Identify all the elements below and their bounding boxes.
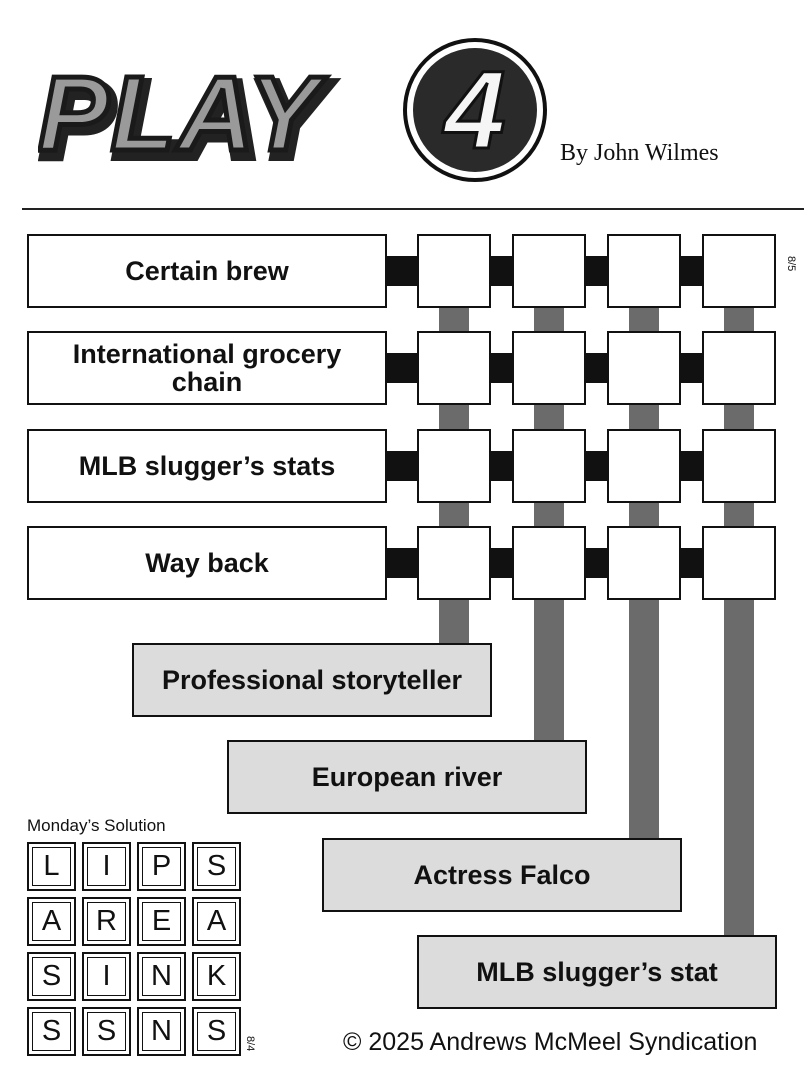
- grid-cell-r4c2[interactable]: [512, 526, 586, 600]
- row-connector: [385, 451, 419, 481]
- row-connector: [584, 451, 610, 481]
- solution-title: Monday’s Solution: [27, 816, 166, 835]
- copyright: © 2025 Andrews McMeel Syndication: [343, 1028, 758, 1056]
- grid-cell-r1c1[interactable]: [417, 234, 491, 308]
- row-connector: [489, 451, 515, 481]
- grid-cell-r2c4[interactable]: [702, 331, 776, 405]
- solution-cell: S: [27, 1007, 76, 1056]
- row-connector: [489, 353, 515, 383]
- solution-cell: I: [82, 952, 131, 1001]
- solution-cell: S: [192, 842, 241, 891]
- grid-cell-r1c3[interactable]: [607, 234, 681, 308]
- grid-cell-r3c1[interactable]: [417, 429, 491, 503]
- solution-cell: E: [137, 897, 186, 946]
- solution-cell: K: [192, 952, 241, 1001]
- grid-cell-r4c3[interactable]: [607, 526, 681, 600]
- solution-cell: S: [82, 1007, 131, 1056]
- row-connector: [584, 353, 610, 383]
- row-clue-2: International grocery chain: [27, 331, 387, 405]
- solution-cell: S: [192, 1007, 241, 1056]
- solution-cell: R: [82, 897, 131, 946]
- column-clue-1: Professional storyteller: [132, 643, 492, 717]
- grid-cell-r2c2[interactable]: [512, 331, 586, 405]
- solution-cell: A: [27, 897, 76, 946]
- row-connector: [385, 548, 419, 578]
- row-clue-1: Certain brew: [27, 234, 387, 308]
- row-connector: [679, 256, 705, 286]
- solution-cell: A: [192, 897, 241, 946]
- solution-cell: P: [137, 842, 186, 891]
- solution-cell: I: [82, 842, 131, 891]
- column-connector-4: [724, 300, 754, 937]
- puzzle-date: 8/5: [785, 256, 797, 272]
- row-connector: [584, 256, 610, 286]
- solution-cell: N: [137, 952, 186, 1001]
- grid-cell-r4c4[interactable]: [702, 526, 776, 600]
- grid-cell-r3c4[interactable]: [702, 429, 776, 503]
- solution-cell: N: [137, 1007, 186, 1056]
- solution-date: 8/4: [244, 1036, 256, 1052]
- grid-cell-r3c3[interactable]: [607, 429, 681, 503]
- row-connector: [385, 353, 419, 383]
- column-clue-2: European river: [227, 740, 587, 814]
- row-connector: [584, 548, 610, 578]
- row-connector: [489, 548, 515, 578]
- logo-number: 4: [442, 49, 505, 172]
- grid-cell-r1c4[interactable]: [702, 234, 776, 308]
- grid-cell-r3c2[interactable]: [512, 429, 586, 503]
- row-clue-4: Way back: [27, 526, 387, 600]
- grid-cell-r2c3[interactable]: [607, 331, 681, 405]
- column-clue-4: MLB slugger’s stat: [417, 935, 777, 1009]
- row-connector: [679, 548, 705, 578]
- row-connector: [385, 256, 419, 286]
- row-connector: [489, 256, 515, 286]
- grid-cell-r4c1[interactable]: [417, 526, 491, 600]
- row-connector: [679, 451, 705, 481]
- grid-cell-r2c1[interactable]: [417, 331, 491, 405]
- solution-cell: S: [27, 952, 76, 1001]
- column-clue-3: Actress Falco: [322, 838, 682, 912]
- byline: By John Wilmes: [560, 140, 719, 166]
- logo-circle: [413, 48, 537, 172]
- logo-text: PLAY: [38, 55, 327, 173]
- play4-logo: PLAY PLAY 4: [38, 38, 547, 184]
- grid-cell-r1c2[interactable]: [512, 234, 586, 308]
- solution-cell: L: [27, 842, 76, 891]
- header-divider: [22, 208, 804, 210]
- row-connector: [679, 353, 705, 383]
- row-clue-3: MLB slugger’s stats: [27, 429, 387, 503]
- logo-text-shadow: PLAY: [42, 61, 331, 179]
